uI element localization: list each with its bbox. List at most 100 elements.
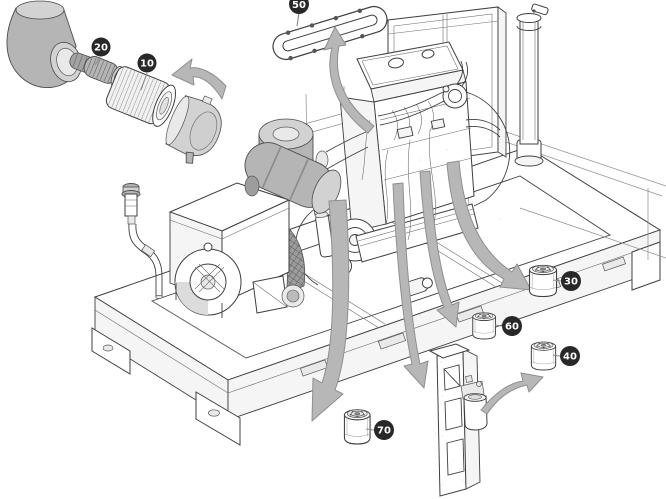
- engine-fitting: [430, 118, 446, 130]
- callout-circle[interactable]: [502, 316, 522, 336]
- leader-line-40: [552, 354, 561, 357]
- skid-cross-members: [245, 199, 503, 329]
- bracket-bolts: [440, 356, 464, 486]
- leader-line-30: [552, 279, 562, 282]
- callout-label: 20: [94, 43, 108, 54]
- callout-label: 30: [564, 277, 578, 288]
- end-cap-opening: [165, 95, 190, 146]
- bracket-filter-head: [460, 375, 488, 431]
- callouts: 10 20 50 30 60 40 70: [91, 0, 581, 440]
- fan-duct-inner: [286, 289, 300, 303]
- skid-feet: [91, 241, 661, 446]
- injector-pipes: [391, 100, 434, 141]
- alternator: [168, 182, 323, 318]
- foot: [91, 327, 131, 375]
- mounted-filter: [463, 395, 488, 431]
- callout-10[interactable]: 10: [137, 53, 157, 73]
- tab: [360, 33, 365, 39]
- callout-circle[interactable]: [560, 346, 580, 366]
- turbocharger: [377, 60, 469, 126]
- arrows: [171, 26, 544, 422]
- stack-top-ring: [516, 13, 542, 23]
- skid-stiffener-lines: [94, 242, 661, 394]
- callout-70[interactable]: 70: [374, 420, 394, 440]
- callout-circle[interactable]: [91, 37, 111, 57]
- bracket-cutout: [444, 397, 463, 431]
- alternator-feet: [175, 283, 223, 318]
- deck-rails: [505, 131, 666, 260]
- callout-60[interactable]: 60: [502, 316, 522, 336]
- panel-edge: [497, 6, 507, 158]
- mounted-filter-ring: [468, 394, 482, 400]
- filter-head-fitting: [465, 375, 473, 383]
- tab: [288, 55, 293, 61]
- arrow-to-filter-40: [480, 372, 544, 415]
- engine-backdrop-rails: [289, 85, 393, 159]
- callout-circle[interactable]: [561, 271, 581, 291]
- arrow-to-filter-30: [446, 160, 532, 291]
- arrow-to-air-filter: [171, 58, 227, 100]
- foot-hole: [102, 344, 114, 352]
- terminal-box-bolts: [179, 189, 281, 227]
- tab: [312, 48, 317, 54]
- filter-head-nipple: [476, 381, 482, 387]
- air-cleaner: [244, 118, 342, 214]
- arrow-to-gasket: [323, 26, 375, 134]
- callout-20[interactable]: 20: [91, 37, 111, 57]
- end-cap-tab: [201, 95, 213, 105]
- tab: [357, 8, 363, 14]
- intake-elbow-top: [15, 0, 65, 20]
- starter-nose: [421, 277, 433, 289]
- leader-line-10: [140, 72, 148, 91]
- callout-label: 60: [505, 322, 519, 333]
- end-cap-dome: [189, 111, 218, 151]
- callout-circle[interactable]: [289, 0, 309, 14]
- end-cap-clip: [185, 151, 194, 164]
- arrow-to-filter-70: [311, 199, 350, 422]
- pump-body: [124, 193, 138, 217]
- wiring-harness: [361, 119, 436, 241]
- drain-pipe-end: [155, 295, 163, 299]
- bracket-cutout: [446, 438, 465, 476]
- filter-end-cap: [165, 95, 222, 164]
- air-cleaner-canister: [244, 142, 342, 214]
- stack-base-ring: [514, 155, 544, 167]
- callout-label: 50: [292, 0, 306, 11]
- alternator-bracket-brace: [252, 281, 288, 308]
- valve-cover-inset: [361, 45, 459, 86]
- callout-30[interactable]: 30: [561, 271, 581, 291]
- callout-50[interactable]: 50: [289, 0, 309, 14]
- exhaust-stack: [514, 3, 549, 167]
- oil-pan-ribs: [357, 208, 475, 247]
- bracket-cutout: [443, 364, 461, 391]
- leader-line-50: [296, 12, 300, 27]
- flywheel-housing: [465, 91, 511, 207]
- callout-40[interactable]: 40: [560, 346, 580, 366]
- callout-circle[interactable]: [137, 53, 157, 73]
- spin-on-filter-40: [530, 341, 557, 371]
- engine-small-bolts: [394, 149, 461, 201]
- callout-label: 40: [563, 352, 577, 363]
- tab: [285, 30, 291, 35]
- tab: [333, 15, 339, 21]
- slot: [602, 256, 626, 272]
- callout-circle[interactable]: [374, 420, 394, 440]
- oil-drain-pump: [121, 183, 163, 299]
- flapper-hinge: [532, 9, 536, 13]
- rain-flapper: [531, 3, 549, 16]
- air-cleaner-drum-cap: [272, 126, 300, 142]
- spin-on-filter-70: [343, 409, 371, 445]
- safety-element-ribs: [85, 56, 116, 83]
- callout-label: 70: [377, 426, 391, 437]
- arrow-to-filter-60: [419, 170, 460, 328]
- filter-element-10: [105, 66, 177, 127]
- valve-cover-gasket: [272, 5, 388, 61]
- foot-hole: [208, 409, 220, 417]
- turbo-inlet: [448, 89, 462, 103]
- end-bell-hub: [200, 274, 216, 290]
- turbo-fitting: [442, 85, 450, 93]
- spin-on-filter-60: [472, 312, 496, 340]
- leader-line-60: [494, 324, 503, 327]
